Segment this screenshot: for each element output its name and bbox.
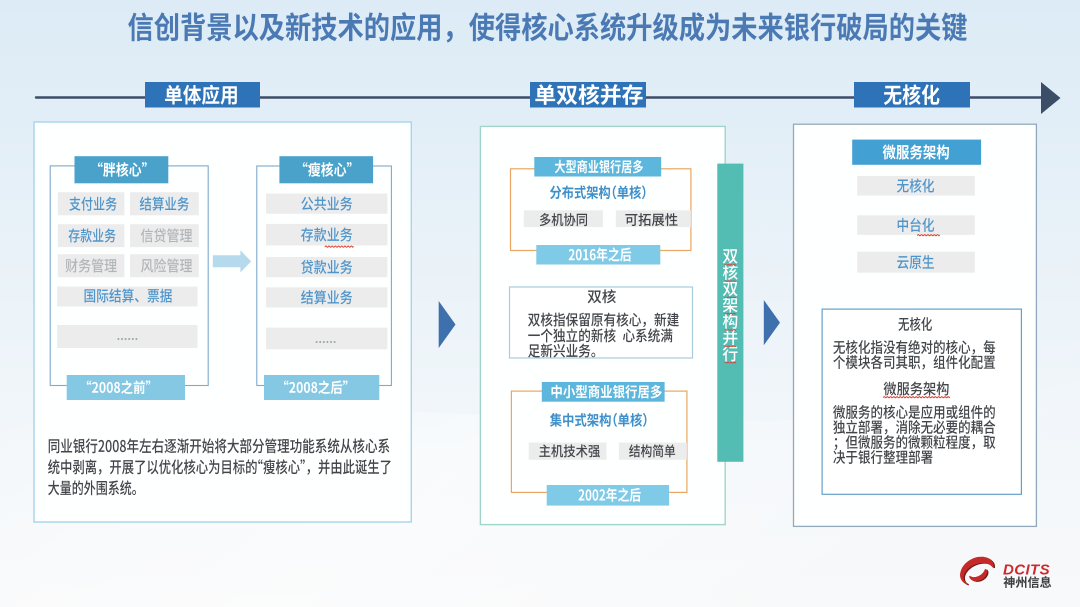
svg-text:DCITS: DCITS xyxy=(1003,561,1050,578)
